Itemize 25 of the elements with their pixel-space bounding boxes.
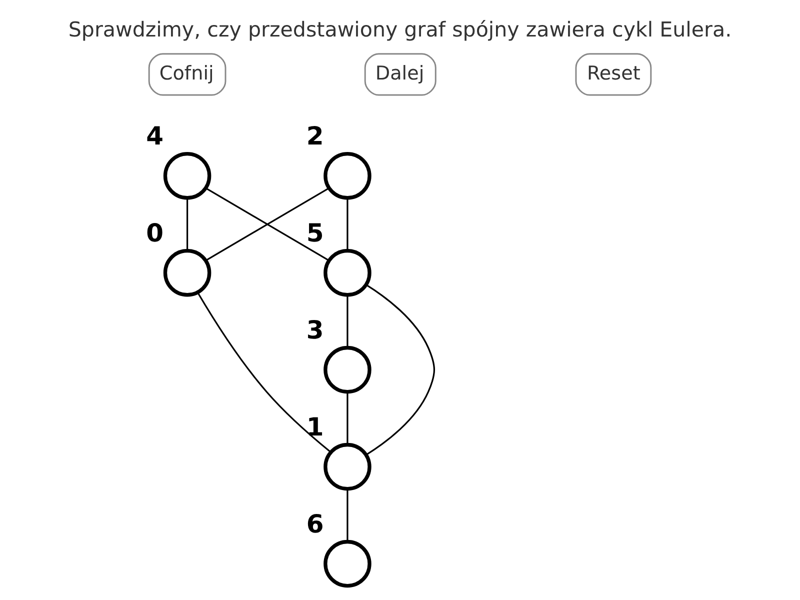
label: Reset xyxy=(586,61,640,84)
node-circle xyxy=(324,248,372,297)
node-label: 3 xyxy=(306,315,324,344)
connector xyxy=(366,284,435,456)
label: Cofnij xyxy=(159,61,214,84)
node-label: 6 xyxy=(306,509,324,538)
node-label: 5 xyxy=(306,218,324,248)
node-circle xyxy=(163,152,212,200)
node-circle xyxy=(324,540,372,588)
diagram-title: Sprawdzimy, czy przedstawiony graf spójny zawiera cykl Eulera. xyxy=(68,18,732,42)
node-circle xyxy=(324,442,372,491)
connector xyxy=(196,292,331,452)
node-label: 4 xyxy=(146,121,164,150)
node-label: 0 xyxy=(146,218,164,248)
node-circle xyxy=(163,248,212,297)
connector xyxy=(346,198,348,251)
connector xyxy=(346,489,348,542)
node-label: 2 xyxy=(306,121,324,150)
node-label: 1 xyxy=(306,412,324,442)
connector xyxy=(346,392,348,444)
connector xyxy=(346,295,348,348)
node-circle xyxy=(324,152,372,200)
connector xyxy=(186,198,188,251)
node-circle xyxy=(324,346,372,394)
label: Dalej xyxy=(375,61,424,84)
